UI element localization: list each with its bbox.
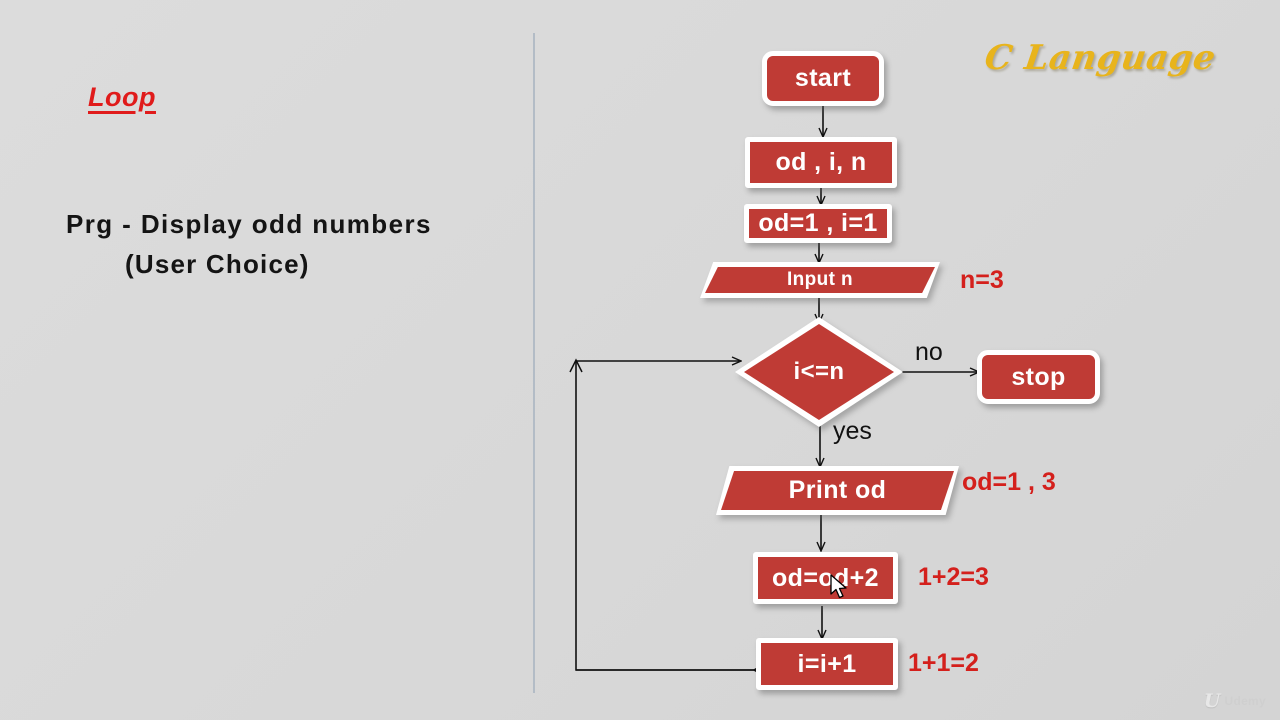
print-shape-fill [721,471,954,510]
edge-loopback-path [575,361,757,671]
flow-node-init-label: od=1 , i=1 [758,209,878,237]
program-description-line-2: (User Choice) [125,249,310,279]
flow-node-declare[interactable]: od , i, n [745,137,897,188]
program-description-line-1: Prg - Display odd numbers [66,209,432,239]
flow-node-init[interactable]: od=1 , i=1 [744,204,892,243]
flow-node-condition-label: i<=n [793,358,845,385]
mouse-cursor [830,574,847,599]
flow-node-print-label: Print od [788,476,887,504]
udemy-watermark: U Udemy [1204,690,1266,712]
udemy-watermark-text: Udemy [1224,694,1266,708]
annotation-od-calc: 1+2=3 [918,563,989,591]
udemy-logo-icon: U [1203,690,1221,712]
section-title-loop: Loop [88,82,156,112]
flow-node-stop[interactable]: stop [977,350,1100,404]
annotation-i-calc: 1+1=2 [908,649,979,677]
flow-node-i-increment-label: i=i+1 [797,649,857,678]
flow-node-condition[interactable]: i<=n [735,317,903,427]
flow-node-i-increment[interactable]: i=i+1 [756,638,898,690]
flow-node-input[interactable]: Input n [700,262,940,298]
annotation-od-values: od=1 , 3 [962,468,1056,496]
brand-title-c-language: C Language [982,38,1219,78]
flow-node-od-increment[interactable]: od=od+2 [753,552,898,604]
flow-node-declare-label: od , i, n [775,148,867,176]
flow-node-print[interactable]: Print od [716,466,959,515]
loopback-up-arrowhead [569,358,583,373]
annotation-n-value: n=3 [960,266,1004,294]
flow-node-stop-label: stop [1011,362,1066,391]
flow-node-input-label: Input n [786,269,854,290]
flow-node-start[interactable]: start [762,51,884,106]
flow-node-start-label: start [794,64,852,92]
edge-label-yes: yes [833,417,872,445]
edge-label-no: no [915,338,943,366]
vertical-divider [533,33,535,693]
input-shape-fill [705,267,935,293]
flow-node-od-increment-label: od=od+2 [772,563,879,592]
